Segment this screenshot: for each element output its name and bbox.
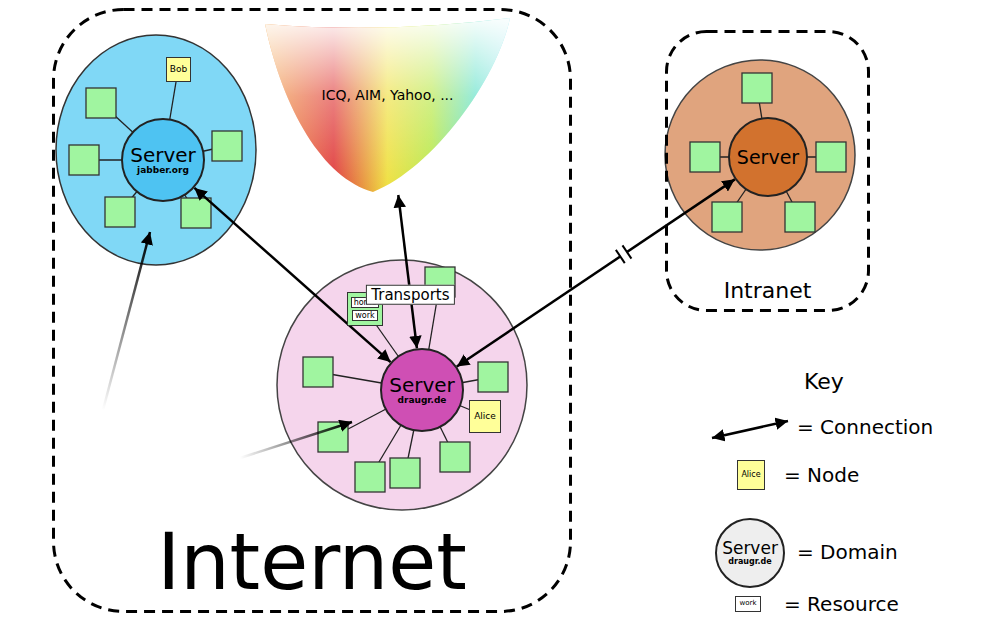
node-label: Server (389, 374, 455, 396)
transport-networks: ICQ, AIM, Yahoo, ... (265, 18, 510, 195)
server-domain: Server (728, 117, 808, 197)
legend-domain-sample: Serverdraugr.de (715, 518, 785, 588)
legend-text: = Domain (797, 541, 898, 563)
connection-arrow (398, 195, 417, 348)
legend-title: Key (804, 370, 844, 394)
incoming-connection (103, 232, 352, 458)
node-label: draugr.de (398, 396, 447, 406)
node-label: Bob (170, 65, 187, 75)
server-domain: Serverdraugr.de (380, 348, 464, 432)
node-label: work (740, 600, 757, 608)
legend-text: = Resource (784, 593, 899, 615)
network-region: InternetICQ, AIM, Yahoo, ...Serverjabber… (52, 8, 572, 613)
connection-arrow (194, 188, 390, 362)
resource-label: work (352, 310, 377, 321)
resource-label: home (351, 297, 380, 308)
user-node: Bob (166, 57, 191, 82)
node-label: ICQ, AIM, Yahoo, ... (265, 88, 510, 103)
region-label: Internet (52, 520, 572, 606)
network-region: Intranet Server (665, 30, 870, 312)
region-label: Intranet (665, 279, 870, 303)
legend-text: = Node (784, 464, 859, 486)
user-node: Alice (469, 400, 501, 433)
legend-connection-sample (712, 421, 788, 438)
legend-text: = Connection (797, 416, 933, 438)
legend-resource-sample: work (735, 596, 761, 612)
node-label: Alice (741, 471, 760, 480)
node-label: jabber.org (137, 166, 189, 176)
node-label: Server (737, 147, 799, 168)
node-label: Alice (474, 412, 496, 422)
resource-node: home work (347, 292, 384, 326)
connection-arrow (457, 179, 735, 366)
node-label: Server (130, 144, 196, 166)
node-label: Server (722, 539, 778, 558)
legend-node-sample: Alice (737, 460, 765, 490)
node-label: draugr.de (728, 558, 772, 567)
server-domain: Serverjabber.org (121, 118, 205, 202)
spokes (84, 70, 831, 477)
